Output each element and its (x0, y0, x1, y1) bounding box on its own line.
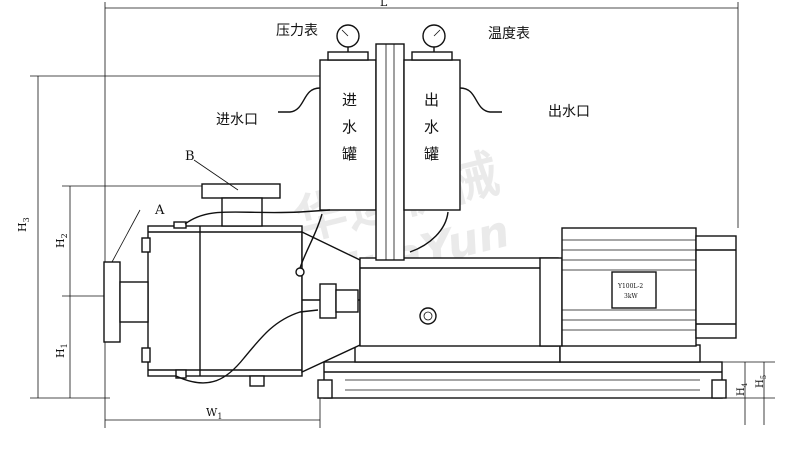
dimension-h1-label: H1 (54, 343, 69, 358)
center-column (375, 43, 405, 261)
pressure-gauge-label: 压力表 (276, 23, 318, 39)
outlet-flange (201, 183, 281, 227)
dimension-w1-label: W1 (206, 406, 222, 421)
inlet-tank-label-1: 进 (342, 91, 357, 109)
dimension-l-label: L (380, 0, 388, 9)
inlet-port-label: 进水口 (216, 112, 258, 128)
temperature-gauge-icon (422, 24, 446, 52)
bearing-bracket (295, 230, 361, 374)
dimension-h2-label: H2 (54, 233, 69, 248)
pressure-gauge-icon (336, 24, 360, 52)
dimension-l: L (104, 0, 739, 428)
piping (175, 87, 502, 387)
inlet-tank-label-2: 水 (342, 118, 357, 136)
point-b-callout: B (185, 149, 239, 191)
inlet-tank: 进 水 罐 (319, 51, 377, 211)
pump-casing (141, 221, 303, 379)
temperature-gauge-label: 温度表 (488, 26, 530, 42)
inlet-flange (103, 261, 149, 343)
point-a-label: A (154, 203, 165, 218)
point-a-callout: A (111, 203, 165, 263)
inlet-tank-label-3: 罐 (342, 145, 357, 163)
outlet-tank-label-3: 罐 (424, 145, 439, 163)
motor: Y100L-2 3kW (561, 227, 737, 347)
outlet-tank-label-2: 水 (424, 118, 439, 136)
dimension-w1: W1 (105, 380, 321, 428)
base-frame (317, 344, 727, 399)
dimension-heights-left: H3 H2 H1 (16, 75, 330, 399)
bearing-housing (359, 257, 559, 347)
dimension-h5-label: H5 (755, 375, 768, 388)
coupling (539, 257, 563, 347)
motor-plate-line2: 3kW (624, 293, 638, 300)
outlet-tank: 出 水 罐 (403, 51, 461, 211)
dimension-h3-label: H3 (16, 217, 31, 232)
outlet-port-label: 出水口 (548, 104, 590, 120)
point-b-label: B (185, 149, 195, 164)
dimension-h4-label: H4 (736, 382, 749, 396)
motor-plate-line1: Y100L-2 (617, 283, 643, 290)
outlet-tank-label-1: 出 (424, 91, 439, 109)
